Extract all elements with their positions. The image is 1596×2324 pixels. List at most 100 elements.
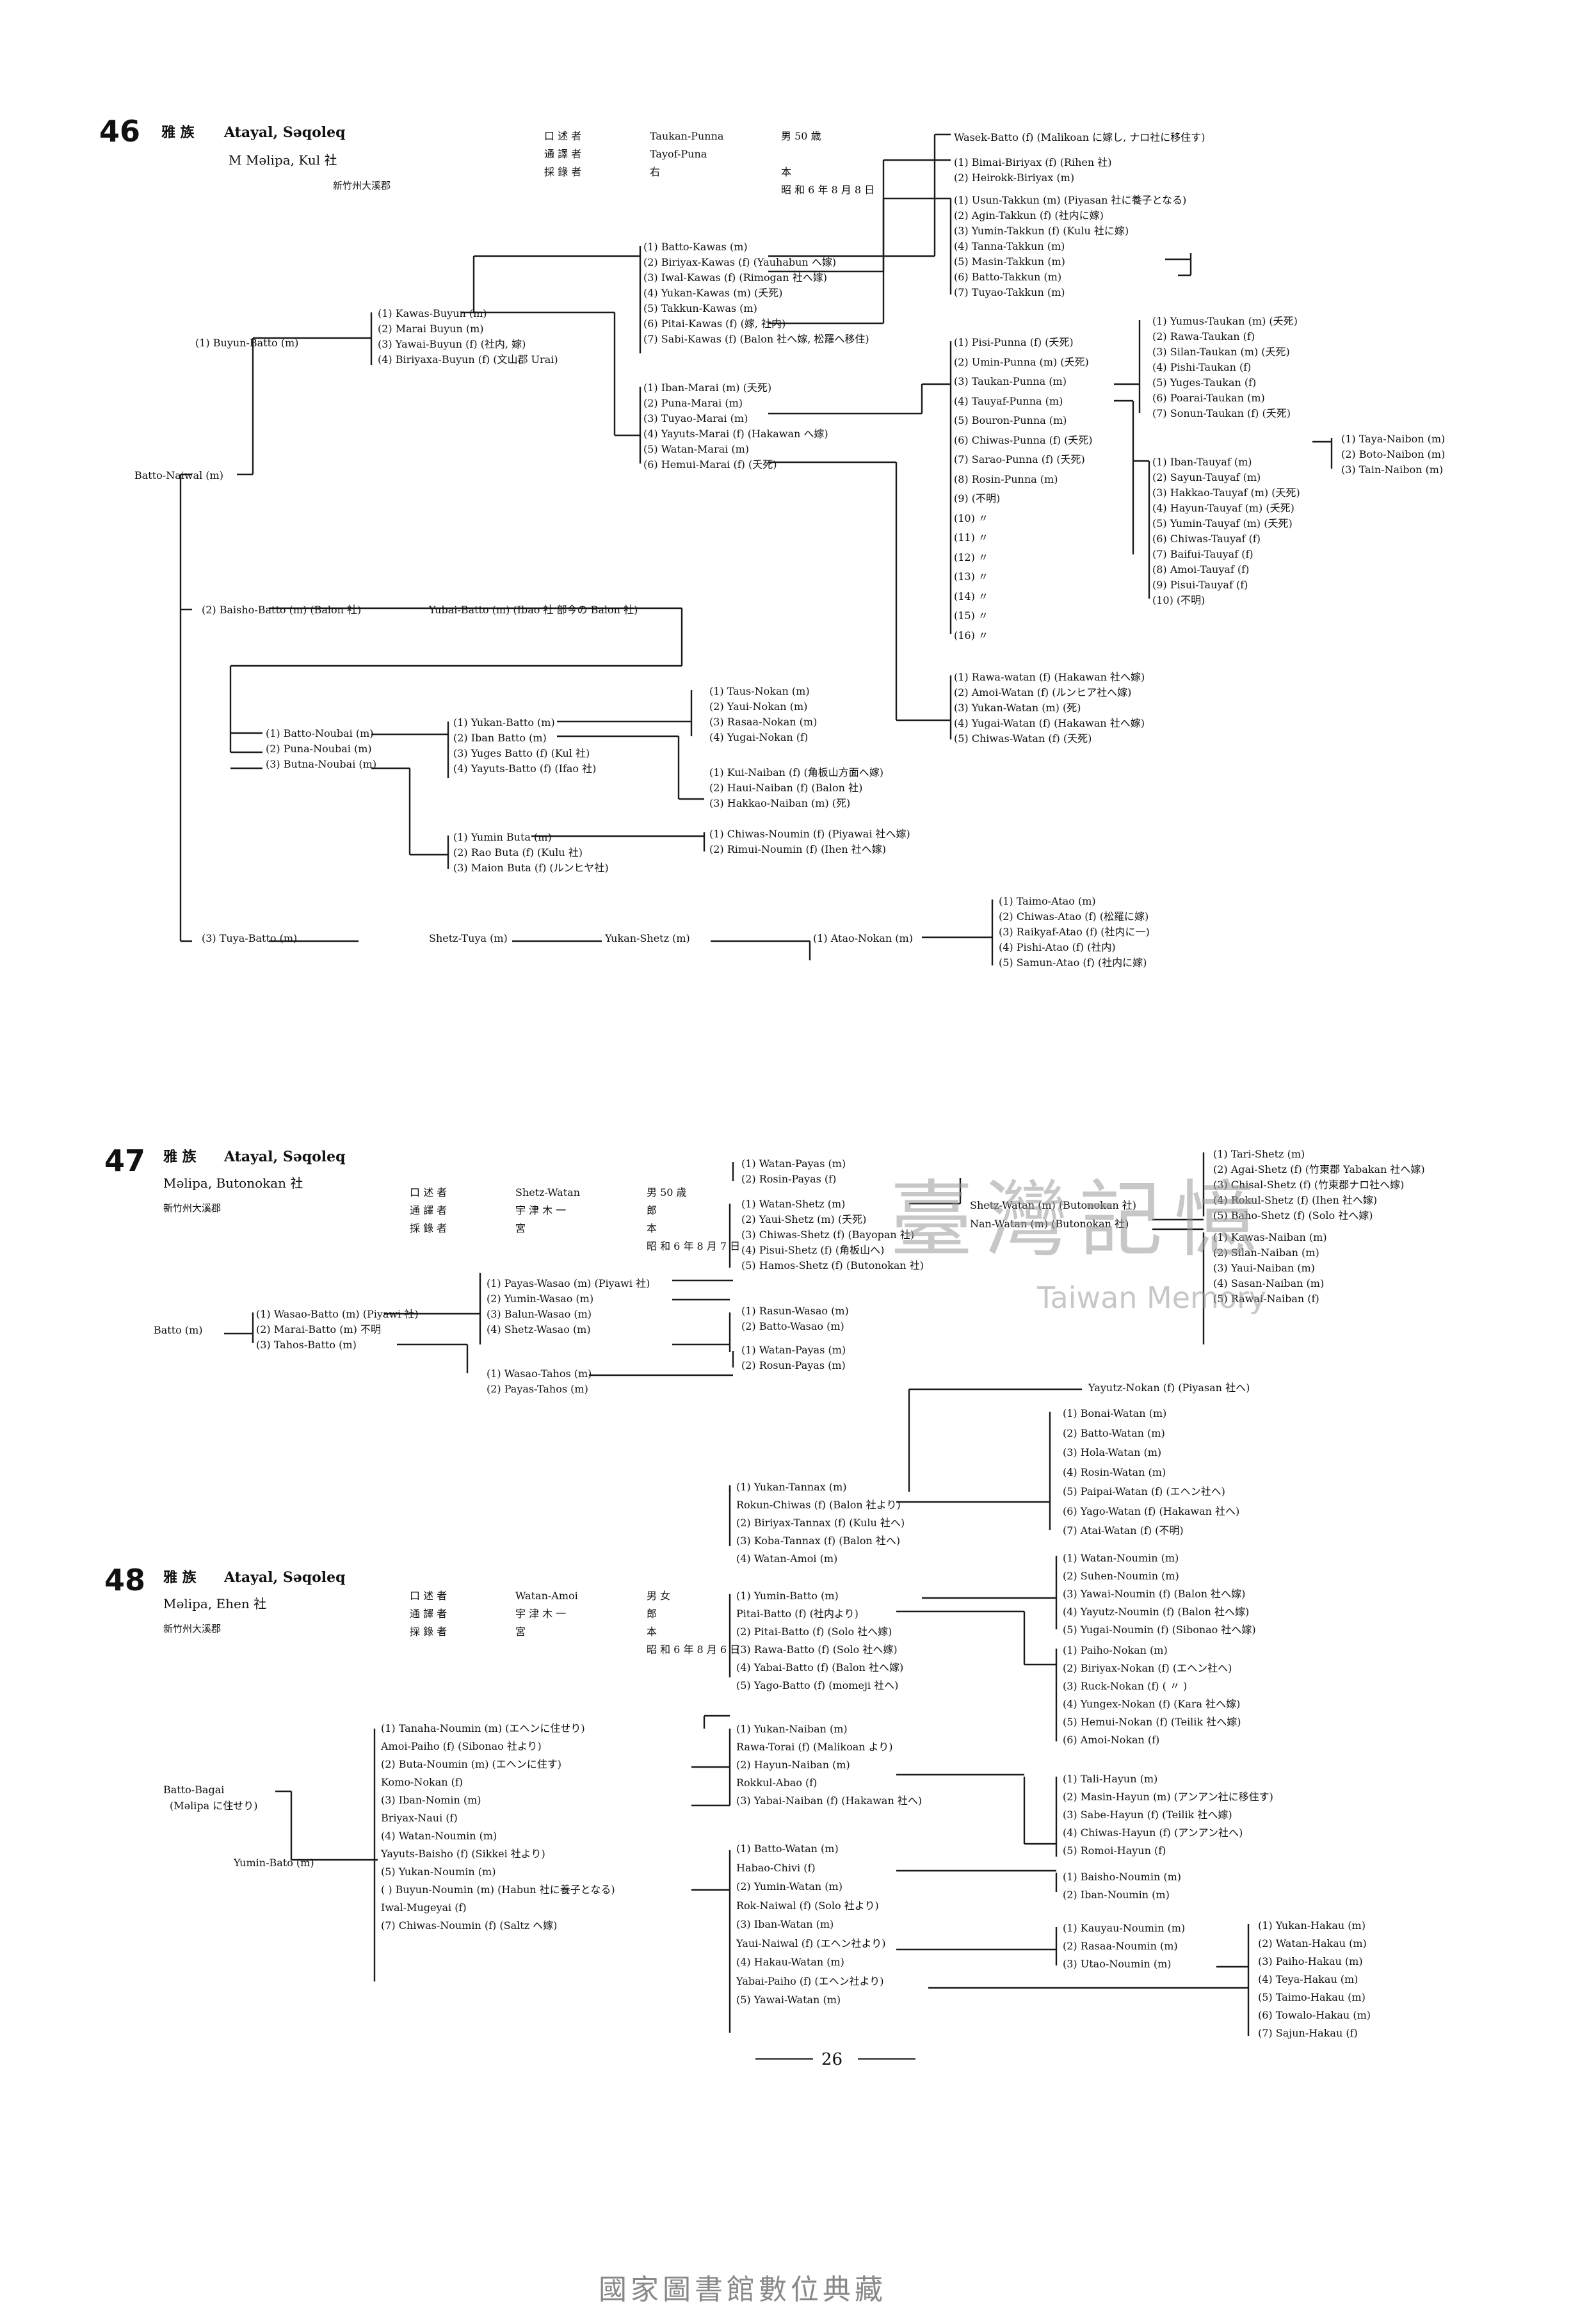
genealogy-entry: (1) Atao-Nokan (m) bbox=[813, 932, 913, 944]
genealogy-entry: (4) Watan-Amoi (m) bbox=[736, 1553, 838, 1565]
genealogy-entry: (7) Sabi-Kawas (f) (Balon 社へ嫁, 松羅へ移住) bbox=[643, 333, 869, 345]
genealogy-entry: (1) Wasao-Batto (m) (Piyawi 社) bbox=[256, 1308, 419, 1320]
tribe-name: Atayal, Səqoleq bbox=[224, 1569, 346, 1586]
genealogy-entry: (1) Payas-Wasao (m) (Piyawi 社) bbox=[487, 1277, 650, 1289]
genealogy-entry: (2) Iban Batto (m) bbox=[453, 732, 547, 744]
informant-field: Taukan-Punna bbox=[650, 130, 724, 142]
genealogy-entry: (1) Taimo-Atao (m) bbox=[999, 895, 1096, 907]
genealogy-entry: (1) Wasao-Tahos (m) bbox=[487, 1368, 592, 1380]
page-number: 26 bbox=[821, 2050, 843, 2069]
genealogy-entry: (5) Paipai-Watan (f) (エヘン社へ) bbox=[1063, 1485, 1225, 1497]
village-name: M Məlipa, Kul 社 bbox=[229, 152, 337, 168]
genealogy-entry: (7) Tuyao-Takkun (m) bbox=[954, 286, 1065, 298]
genealogy-entry: (4) Sasan-Naiban (m) bbox=[1213, 1277, 1325, 1289]
genealogy-entry: (7) Sonun-Taukan (f) (夭死) bbox=[1152, 407, 1291, 419]
village-name: Məlipa, Ehen 社 bbox=[163, 1596, 267, 1611]
genealogy-entry: (4) Pisui-Shetz (f) (角板山へ) bbox=[741, 1244, 885, 1256]
genealogy-entry: (1) Rawa-watan (f) (Hakawan 社へ嫁) bbox=[954, 671, 1145, 683]
genealogy-entry: (1) Rasun-Wasao (m) bbox=[741, 1305, 849, 1317]
genealogy-entry: (7) Sarao-Punna (f) (夭死) bbox=[954, 453, 1085, 465]
genealogy-entry: Yabai-Paiho (f) (エヘン社より) bbox=[736, 1975, 884, 1987]
genealogy-entry: (6) Towalo-Hakau (m) bbox=[1258, 2009, 1371, 2021]
genealogy-entry: (1) Watan-Noumin (m) bbox=[1063, 1552, 1179, 1564]
genealogy-entry: (5) Takkun-Kawas (m) bbox=[643, 302, 757, 314]
genealogy-entry: (4) Watan-Noumin (m) bbox=[381, 1830, 497, 1842]
genealogy-entry: (15) 〃 bbox=[954, 609, 988, 622]
informant-field: 通 譯 者 bbox=[410, 1204, 447, 1216]
genealogy-entry: (4) Hakau-Watan (m) bbox=[736, 1956, 844, 1968]
informant-field: 採 錄 者 bbox=[410, 1626, 447, 1638]
genealogy-entry: Komo-Nokan (f) bbox=[381, 1776, 463, 1788]
genealogy-entry: (5) Hamos-Shetz (f) (Butonokan 社) bbox=[741, 1259, 924, 1271]
genealogy-entry: (5) Yawai-Watan (m) bbox=[736, 1994, 841, 2006]
informant-field: 宇 津 木 一 bbox=[515, 1204, 567, 1216]
genealogy-entry: (12) 〃 bbox=[954, 551, 988, 563]
genealogy-entry: (5) Chiwas-Watan (f) (夭死) bbox=[954, 732, 1092, 745]
genealogy-entry: (1) Tali-Hayun (m) bbox=[1063, 1773, 1158, 1785]
genealogy-entry: (3) Yuges Batto (f) (Kul 社) bbox=[453, 747, 590, 759]
genealogy-entry: (1) Pisi-Punna (f) (夭死) bbox=[954, 336, 1074, 348]
genealogy-entry: (3) Chiwas-Shetz (f) (Bayopan 社) bbox=[741, 1229, 915, 1241]
informant-field: 本 bbox=[647, 1222, 657, 1234]
genealogy-entry: (4) Shetz-Wasao (m) bbox=[487, 1323, 591, 1335]
genealogy-entry: (2) Biriyax-Tannax (f) (Kulu 社へ) bbox=[736, 1517, 905, 1529]
genealogy-entry: (6) Hemui-Marai (f) (夭死) bbox=[643, 458, 777, 471]
genealogy-entry: Wasek-Batto (f) (Malikoan に嫁し, ナロ社に移住す) bbox=[954, 131, 1205, 143]
genealogy-entry: (7) Atai-Watan (f) (不明) bbox=[1063, 1524, 1184, 1537]
genealogy-entry: Rokun-Chiwas (f) (Balon 社より) bbox=[736, 1499, 901, 1511]
genealogy-entry: (7) Baifui-Tauyaf (f) bbox=[1152, 548, 1253, 560]
genealogy-entry: Shetz-Watan (m) (Butonokan 社) bbox=[970, 1199, 1136, 1211]
genealogy-entry: (5) Romoi-Hayun (f) bbox=[1063, 1844, 1166, 1857]
genealogy-entry: (2) Haui-Naiban (f) (Balon 社) bbox=[709, 782, 863, 794]
genealogy-entry: (1) Bimai-Biriyax (f) (Rihen 社) bbox=[954, 156, 1112, 168]
genealogy-entry: (3) Iban-Watan (m) bbox=[736, 1918, 834, 1930]
informant-field: 男 50 歳 bbox=[647, 1186, 687, 1198]
genealogy-entry: (3) Balun-Wasao (m) bbox=[487, 1308, 592, 1320]
genealogy-entry: (2) Agai-Shetz (f) (竹東郡 Yabakan 社へ嫁) bbox=[1213, 1163, 1425, 1175]
genealogy-entry: (2) Iban-Noumin (m) bbox=[1063, 1889, 1170, 1901]
genealogy-entry: (5) Yugai-Noumin (f) (Sibonao 社へ嫁) bbox=[1063, 1624, 1256, 1636]
genealogy-entry: (3) Utao-Noumin (m) bbox=[1063, 1958, 1172, 1970]
genealogy-entry: (5) Masin-Takkun (m) bbox=[954, 255, 1065, 268]
genealogy-entry: (13) 〃 bbox=[954, 570, 988, 583]
genealogy-entry: (2) Yumin-Wasao (m) bbox=[487, 1293, 594, 1305]
genealogy-entry: Rawa-Torai (f) (Malikoan より) bbox=[736, 1741, 893, 1753]
informant-field: Watan-Amoi bbox=[515, 1590, 578, 1602]
genealogy-entry: (4) Pishi-Atao (f) (社内) bbox=[999, 941, 1116, 953]
genealogy-entry: (2) Puna-Noubai (m) bbox=[266, 743, 372, 755]
genealogy-entry: (8) Rosin-Punna (m) bbox=[954, 473, 1058, 485]
genealogy-entry: (3) Hakkao-Naiban (m) (死) bbox=[709, 797, 851, 809]
genealogy-entry: (1) Tanaha-Noumin (m) (エヘンに住せり) bbox=[381, 1722, 585, 1734]
genealogy-entry: (5) Watan-Marai (m) bbox=[643, 443, 749, 455]
genealogy-entry: (1) Yukan-Hakau (m) bbox=[1258, 1919, 1366, 1932]
informant-field: 口 述 者 bbox=[410, 1186, 447, 1198]
genealogy-entry: (2) Marai Buyun (m) bbox=[378, 323, 484, 335]
genealogy-entry: (4) Yayutz-Noumin (f) (Balon 社へ嫁) bbox=[1063, 1606, 1250, 1618]
genealogy-entry: (4) Yabai-Batto (f) (Balon 社へ嫁) bbox=[736, 1661, 904, 1674]
genealogy-entry: Yayutz-Nokan (f) (Piyasan 社へ) bbox=[1088, 1382, 1250, 1394]
genealogy-entry: Pitai-Batto (f) (社内より) bbox=[736, 1608, 858, 1620]
footer-archive-label: 國家圖書館數位典藏 bbox=[599, 2273, 887, 2306]
genealogy-entry: (3) Hola-Watan (m) bbox=[1063, 1446, 1162, 1458]
genealogy-entry: (3) Hakkao-Tauyaf (m) (夭死) bbox=[1152, 487, 1300, 499]
genealogy-entry: Batto-Naiwal (m) bbox=[134, 469, 223, 481]
genealogy-entry: (3) Rasaa-Nokan (m) bbox=[709, 716, 818, 728]
genealogy-entry: (11) 〃 bbox=[954, 531, 988, 544]
genealogy-entry: (3) Sabe-Hayun (f) (Teilik 社へ嫁) bbox=[1063, 1809, 1232, 1821]
genealogy-entry: Amoi-Paiho (f) (Sibonao 社より) bbox=[381, 1740, 542, 1752]
informant-field: 郎 bbox=[647, 1608, 657, 1620]
genealogy-entry: (1) Iban-Tauyaf (m) bbox=[1152, 456, 1252, 468]
tribe-label: 雅 族 bbox=[163, 1569, 197, 1586]
genealogy-entry: (5) Yuges-Taukan (f) bbox=[1152, 376, 1257, 389]
genealogy-entry: (1) Kawas-Naiban (m) bbox=[1213, 1231, 1327, 1243]
genealogy-entry: (3) Koba-Tannax (f) (Balon 社へ) bbox=[736, 1535, 901, 1547]
genealogy-entry: (2) Masin-Hayun (m) (アンアン社に移住す) bbox=[1063, 1791, 1273, 1803]
genealogy-entry: Shetz-Tuya (m) bbox=[429, 932, 508, 944]
informant-field: 本 bbox=[781, 166, 792, 178]
watermark-subtext: Taiwan Memory bbox=[1037, 1280, 1267, 1315]
tribe-label: 雅 族 bbox=[161, 124, 195, 141]
genealogy-entry: (6) Pitai-Kawas (f) (嫁, 社内) bbox=[643, 318, 786, 330]
genealogy-entry: (4) Tanna-Takkun (m) bbox=[954, 240, 1065, 252]
genealogy-entry: (2) Hayun-Naiban (m) bbox=[736, 1759, 850, 1771]
